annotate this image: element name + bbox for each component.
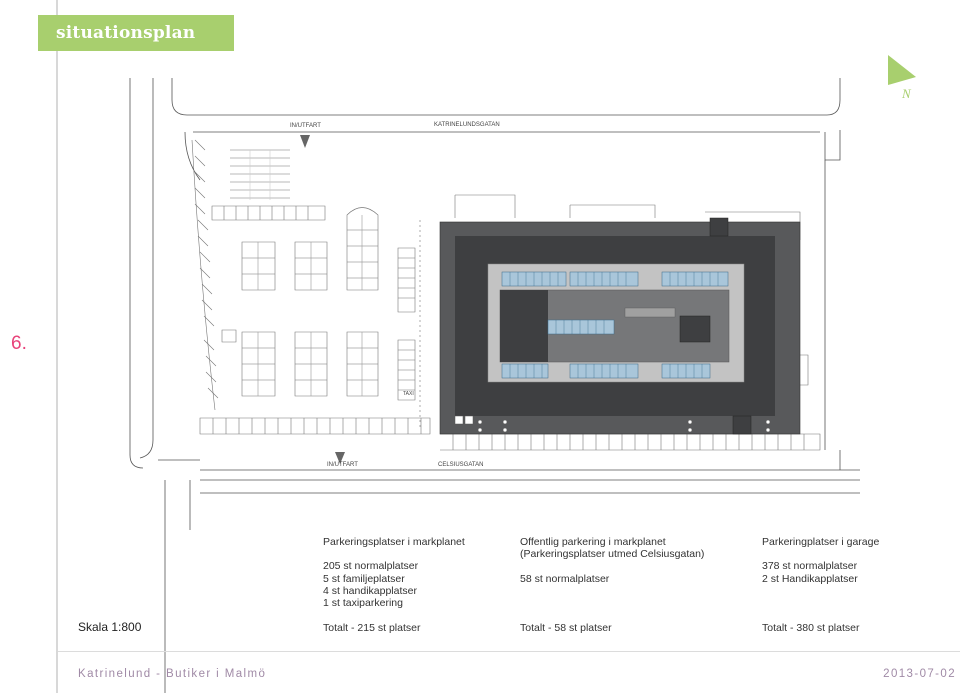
legend-market-line: 205 st normalplatser — [323, 560, 419, 573]
north-label: N — [901, 86, 912, 99]
legend-public-parking: Offentlig parkering i markplanet (Parker… — [520, 536, 704, 585]
footer-date: 2013-07-02 — [883, 668, 956, 680]
legend-public-line: 58 st normalplatser — [520, 572, 610, 585]
legend-public-title: Offentlig parkering i markplanet — [520, 536, 666, 548]
garage-building — [439, 217, 801, 435]
page-number: 6. — [11, 333, 27, 354]
entry-label-bottom: IN/UTFART — [327, 462, 358, 468]
total-public: Totalt - 58 st platser — [520, 622, 612, 634]
legend-garage-line: 378 st normalplatser — [762, 560, 858, 573]
margin-line — [56, 0, 58, 693]
road-curb-left — [129, 78, 144, 469]
legend-market-line: 5 st familjeplatser — [323, 572, 405, 585]
total-market: Totalt - 215 st platser — [323, 622, 421, 634]
page-title: situationsplan — [38, 15, 234, 51]
footer-project: Katrinelund - Butiker i Malmö — [78, 668, 267, 680]
legend-market-parking: Parkeringsplatser i markplanet 205 st no… — [323, 536, 465, 609]
entry-label-top: IN/UTFART — [290, 123, 321, 129]
footer-divider — [58, 651, 960, 652]
legend-market-line: 1 st taxiparkering — [323, 597, 403, 610]
legend-garage-parking: Parkeringplatser i garage 378 st normalp… — [762, 536, 879, 585]
legend-market-title: Parkeringsplatser i markplanet — [323, 536, 465, 548]
legend-market-line: 4 st handikapplatser — [323, 584, 417, 597]
total-garage: Totalt - 380 st platser — [762, 622, 860, 634]
legend-garage-line: 2 st Handikapplatser — [762, 572, 858, 585]
street-label-bottom: CELSIUSGATAN — [438, 462, 484, 468]
legend-public-subtitle: (Parkeringsplatser utmed Celsiusgatan) — [520, 548, 705, 561]
scale-label: Skala 1:800 — [78, 620, 142, 634]
legend-garage-title: Parkeringplatser i garage — [762, 536, 880, 548]
taxi-label: TAXI — [403, 391, 414, 397]
street-label-top: KATRINELUNDSGATAN — [434, 122, 500, 128]
north-arrow-icon: N — [888, 55, 916, 99]
